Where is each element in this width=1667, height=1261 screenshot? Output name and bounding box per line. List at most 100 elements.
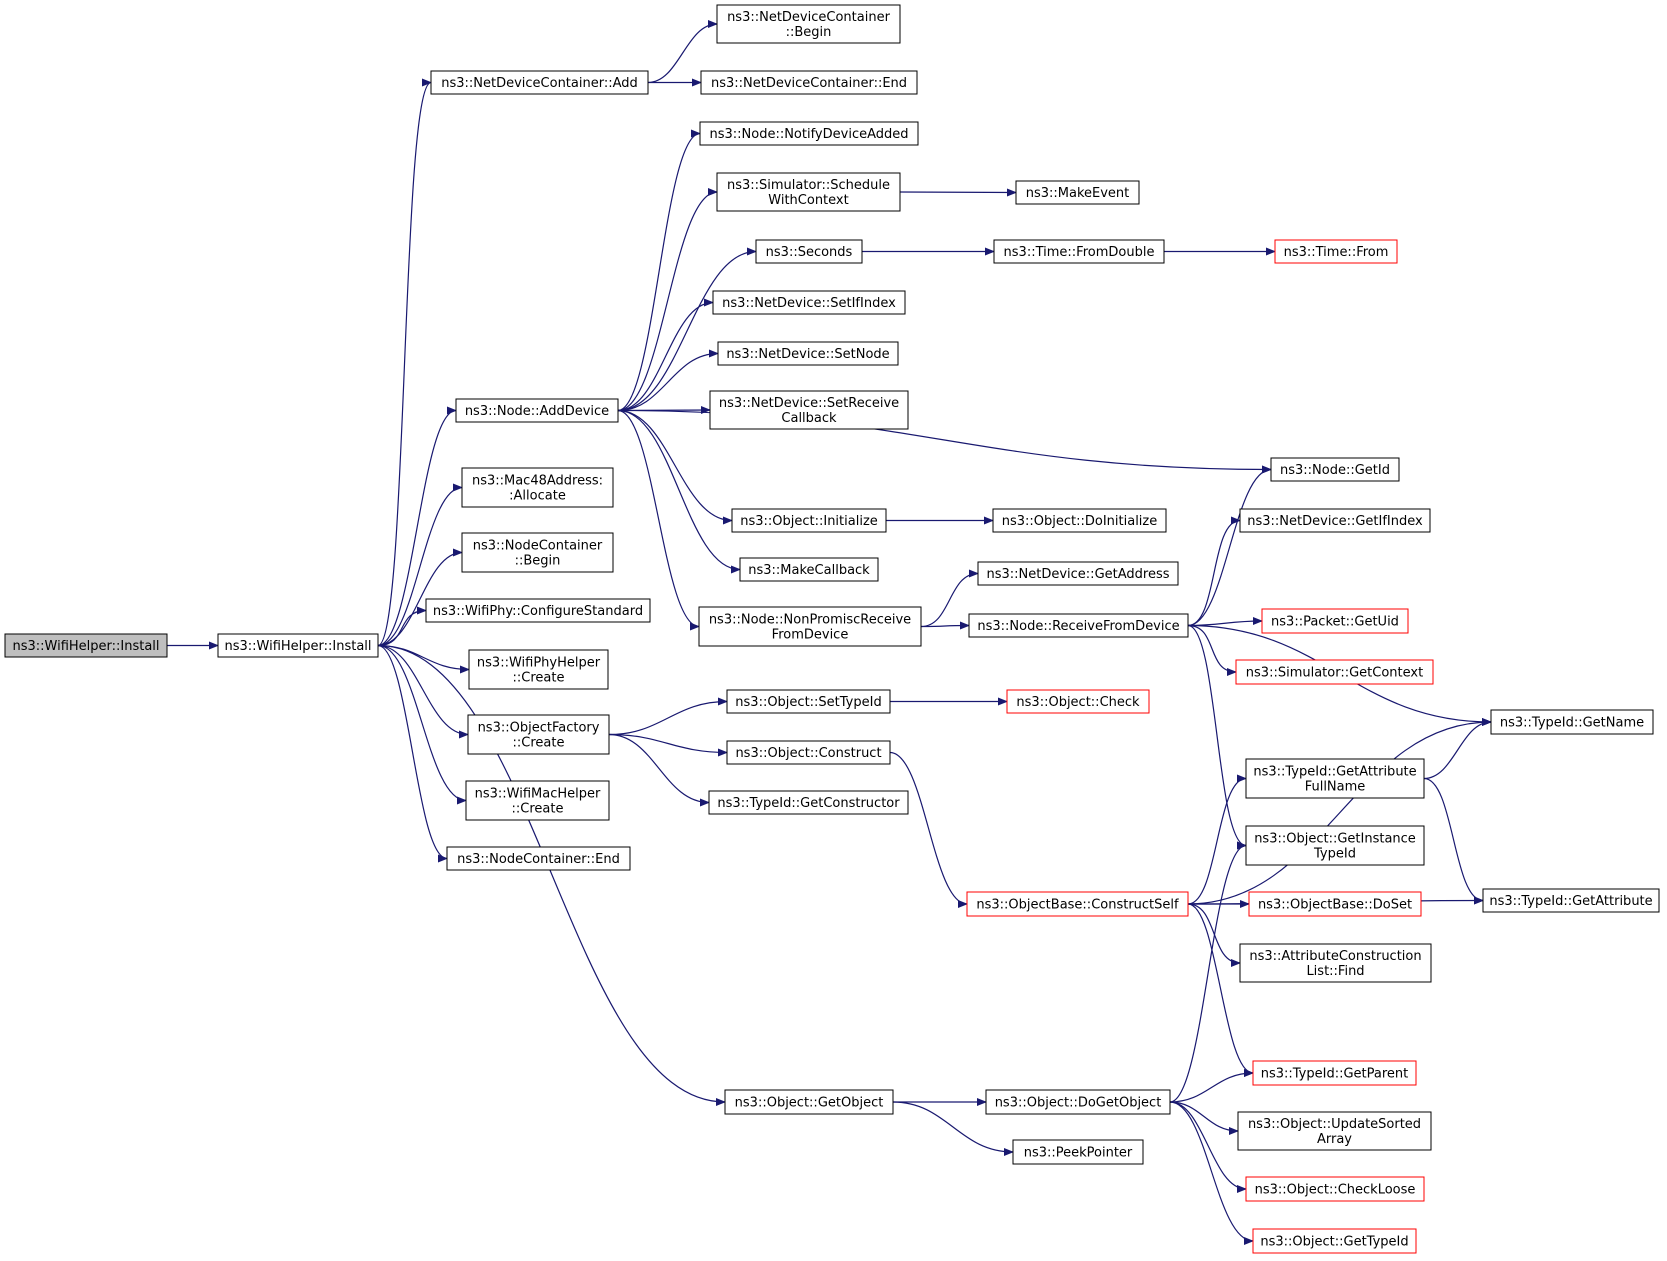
edge-node-adddevice-to-seconds [617,247,757,412]
node-label: TypeId [1313,847,1356,862]
node-ndc-add[interactable]: ns3::NetDeviceContainer::Add [430,70,649,95]
edge-objbase-constructself-to-typeid-getattrfullname [1187,774,1247,905]
node-objfactory-create[interactable]: ns3::ObjectFactory::Create [467,714,610,755]
node-box [1239,943,1432,983]
node-obj-construct[interactable]: ns3::Object::Construct [726,740,891,765]
node-node-notify[interactable]: ns3::Node::NotifyDeviceAdded [699,121,919,146]
node-label: ns3::NetDevice::SetIfIndex [722,296,896,311]
node-box [755,239,863,264]
node-nd-setifindex[interactable]: ns3::NetDevice::SetIfIndex [712,290,906,315]
node-box [1252,1228,1417,1254]
edge-wifi-install-to-objfactory-create [377,644,469,739]
edge-ndc-add-to-ndc-begin [647,20,718,84]
node-box [726,740,891,765]
node-obj-gettypeid[interactable]: ns3::Object::GetTypeId [1252,1228,1417,1254]
node-make-event[interactable]: ns3::MakeEvent [1015,180,1140,205]
edge-wifi-install-to-mac48-allocate [377,483,463,647]
node-box [716,4,901,44]
node-label: ns3::NodeContainer [473,539,603,554]
node-ndc-end[interactable]: ns3::NetDeviceContainer::End [700,70,918,95]
node-wifiphyhelper-create[interactable]: ns3::WifiPhyHelper::Create [468,649,609,690]
node-box [1245,758,1425,799]
node-ndc-begin[interactable]: ns3::NetDeviceContainer::Begin [716,4,901,44]
node-wifi-install-root[interactable]: ns3::WifiHelper::Install [4,633,168,658]
node-nd-getaddress[interactable]: ns3::NetDevice::GetAddress [977,561,1179,586]
node-box [709,390,909,430]
node-label: ::Create [513,671,565,686]
edge-obj-dogetobject-to-typeid-getparent [1169,1069,1254,1103]
node-obj-dogetobject[interactable]: ns3::Object::DoGetObject [985,1089,1171,1115]
node-box [985,1089,1171,1115]
node-mac48-allocate[interactable]: ns3::Mac48Address::Allocate [461,467,614,508]
node-node-getid[interactable]: ns3::Node::GetId [1270,457,1400,482]
node-obj-settypeid[interactable]: ns3::Object::SetTypeId [726,689,891,714]
node-time-from[interactable]: ns3::Time::From [1274,239,1398,264]
node-label: ns3::Node::NonPromiscReceive [709,613,911,628]
node-typeid-getname[interactable]: ns3::TypeId::GetName [1490,709,1654,735]
node-node-adddevice[interactable]: ns3::Node::AddDevice [455,398,619,423]
node-label: FromDevice [772,628,849,643]
node-label: ns3::WifiHelper::Install [224,639,371,654]
node-nc-end[interactable]: ns3::NodeContainer::End [446,846,631,871]
node-seconds[interactable]: ns3::Seconds [755,239,863,264]
edge-wifi-install-to-wifiphy-configure [377,606,427,647]
node-box [992,508,1167,533]
edge-objbase-constructself-to-typeid-getname [1187,718,1492,905]
node-label: ns3::Node::GetId [1280,463,1390,478]
node-box [1006,689,1150,714]
node-box [430,70,649,95]
node-obj-doinitialize[interactable]: ns3::Object::DoInitialize [992,508,1167,533]
node-label: ns3::Object::GetTypeId [1260,1235,1408,1250]
node-box [966,891,1189,917]
edge-node-adddevice-to-node-nonpromisc [617,409,700,631]
edge-node-adddevice-to-nd-setifindex [617,298,714,412]
node-label: ns3::Object::DoInitialize [1002,514,1158,529]
node-objbase-doset[interactable]: ns3::ObjectBase::DoSet [1248,891,1422,917]
node-label: ns3::WifiHelper::Install [12,639,159,654]
node-nd-setnode[interactable]: ns3::NetDevice::SetNode [717,341,899,366]
node-obj-check[interactable]: ns3::Object::Check [1006,689,1150,714]
node-label: ns3::Object::Check [1016,695,1140,710]
node-label: ns3::Time::FromDouble [1004,245,1155,260]
node-wifimachelper-create[interactable]: ns3::WifiMacHelper::Create [465,780,610,821]
node-label: ns3::NetDevice::GetAddress [986,567,1169,582]
node-nc-begin[interactable]: ns3::NodeContainer::Begin [461,532,614,573]
node-wifi-install[interactable]: ns3::WifiHelper::Install [217,633,379,658]
node-objbase-constructself[interactable]: ns3::ObjectBase::ConstructSelf [966,891,1189,917]
edge-node-adddevice-to-obj-initialize [617,409,733,525]
edge-obj-getobject-to-peekpointer [892,1101,1014,1156]
node-box [968,613,1189,638]
node-nd-getifindex[interactable]: ns3::NetDevice::GetIfIndex [1239,508,1431,533]
node-typeid-getattribute[interactable]: ns3::TypeId::GetAttribute [1482,888,1660,913]
node-sim-getcontext[interactable]: ns3::Simulator::GetContext [1235,659,1434,685]
node-box [461,467,614,508]
edge-node-receive-to-packet-getuid [1187,617,1263,627]
node-box [1245,825,1425,866]
node-node-receive[interactable]: ns3::Node::ReceiveFromDevice [968,613,1189,638]
node-box [4,633,168,658]
node-time-fromdouble[interactable]: ns3::Time::FromDouble [993,239,1165,264]
node-label: ns3::NodeContainer::End [457,852,620,867]
node-packet-getuid[interactable]: ns3::Packet::GetUid [1261,608,1409,634]
node-peekpointer[interactable]: ns3::PeekPointer [1012,1139,1144,1165]
node-obj-initialize[interactable]: ns3::Object::Initialize [731,508,887,533]
node-label: ns3::Object::Construct [735,746,881,761]
node-box [465,780,610,821]
node-label: ns3::WifiPhyHelper [477,656,601,671]
node-label: ns3::ObjectFactory [478,721,600,736]
node-label: ns3::NetDeviceContainer [727,10,891,25]
node-wifiphy-configure[interactable]: ns3::WifiPhy::ConfigureStandard [425,598,651,623]
edge-objfactory-create-to-obj-settypeid [608,697,728,736]
node-obj-checkloose[interactable]: ns3::Object::CheckLoose [1245,1176,1425,1202]
node-typeid-getconstructor[interactable]: ns3::TypeId::GetConstructor [708,790,909,815]
node-obj-getobject[interactable]: ns3::Object::GetObject [724,1089,894,1115]
node-make-callback[interactable]: ns3::MakeCallback [739,557,879,582]
node-typeid-getparent[interactable]: ns3::TypeId::GetParent [1252,1060,1417,1086]
